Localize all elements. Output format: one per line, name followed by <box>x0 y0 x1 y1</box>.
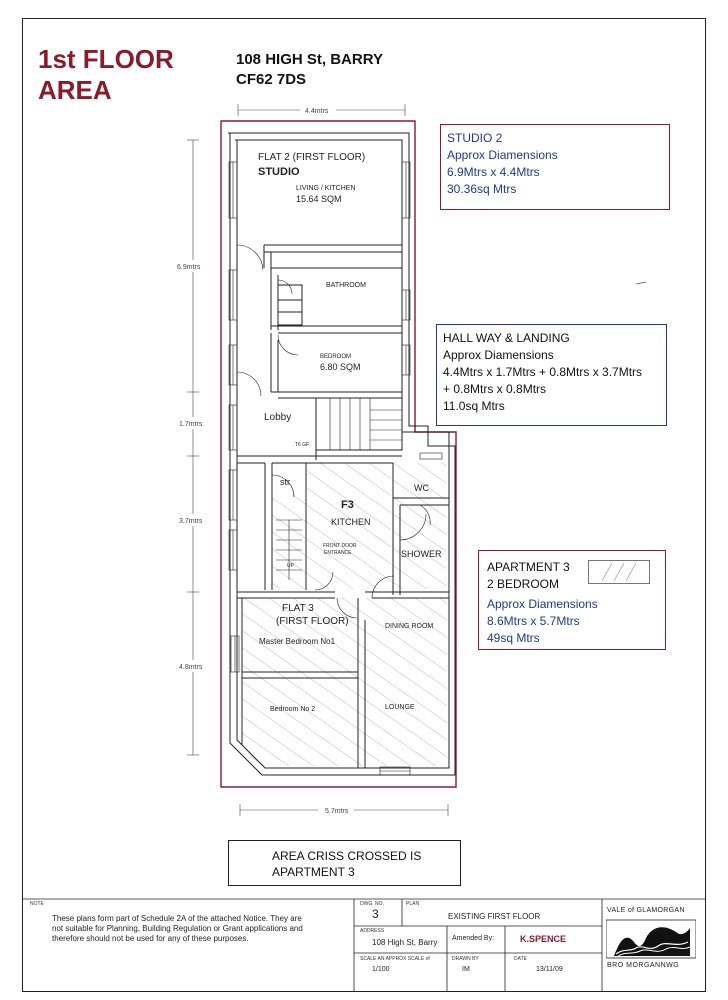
dwg-number: 3 <box>372 907 379 921</box>
bathroom-label: BATHROOM <box>326 282 366 289</box>
address-line2: CF62 7DS <box>236 71 307 88</box>
plan-value: EXISTING FIRST FLOOR <box>448 912 541 921</box>
dim-v4: 4.8mtrs <box>179 664 203 671</box>
crisscross-note-line1: AREA CRISS CROSSED IS <box>272 849 422 863</box>
apartment-title2: 2 BEDROOM <box>487 577 560 591</box>
address-label: ADDRESS <box>360 928 385 934</box>
floor-title-line1: 1st FLOOR <box>38 44 174 74</box>
note-label: NOTE <box>30 901 44 907</box>
lobby-label: Lobby <box>264 412 291 423</box>
living-label: LIVING / KITCHEN <box>296 185 356 192</box>
lounge-label: LOUNGE <box>385 704 415 711</box>
studio-line1: Approx Diamensions <box>447 148 558 162</box>
hallway-info-box: HALL WAY & LANDING Approx Diamensions 4.… <box>436 324 667 426</box>
studio-info-box: STUDIO 2 Approx Diamensions 6.9Mtrs x 4.… <box>440 124 670 210</box>
hall-line3: + 0.8Mtrs x 0.8Mtrs <box>443 382 547 396</box>
str-label: str <box>280 477 290 487</box>
date-label: DATE <box>514 956 527 962</box>
dim-v3: 3.7mtrs <box>179 518 203 525</box>
hall-line2: 4.4Mtrs x 1.7Mtrs + 0.8Mtrs x 3.7Mtrs <box>443 365 643 379</box>
amended-label: Amended By: <box>452 935 495 942</box>
front-door-label-2: ENTRANCE <box>324 550 352 556</box>
hatch-kitchen <box>307 463 391 589</box>
wc-label: WC <box>414 483 429 493</box>
drawing-sheet <box>22 18 706 992</box>
apartment-title1: APARTMENT 3 <box>487 560 570 574</box>
note-text: These plans form part of Schedule 2A of … <box>52 914 303 944</box>
crisscross-note-box: AREA CRISS CROSSED IS APARTMENT 3 <box>228 840 461 886</box>
flat3-line1: FLAT 3 <box>282 603 314 614</box>
floor-title: 1st FLOOR AREA <box>38 44 174 106</box>
address-value: 108 High St, Barry <box>372 938 438 947</box>
bedroom-area: 6.80 SQM <box>320 362 361 372</box>
hatch-wc <box>393 463 446 589</box>
date-value: 13/11/09 <box>536 966 563 973</box>
bedroom-label: BEDROOM <box>320 354 351 360</box>
note-text-line1: These plans form part of Schedule 2A of … <box>52 914 302 923</box>
master-bedroom-label: Master Bedroom No1 <box>259 637 336 646</box>
plan-label: PLAN <box>406 901 420 907</box>
f3-label: F3 <box>341 499 354 511</box>
address-line1: 108 HIGH St, BARRY <box>236 51 383 68</box>
drawn-by-label: DRAWN BY <box>452 956 479 962</box>
dwg-label: DWG. NO. <box>360 901 384 907</box>
bedroom2-label: Bedroom No 2 <box>270 706 315 713</box>
hall-line1: Approx Diamensions <box>443 348 554 362</box>
hatch-lower <box>242 598 447 766</box>
floor-title-line2: AREA <box>38 75 112 105</box>
studio-line3: 30.36sq Mtrs <box>447 182 517 196</box>
studio-title: STUDIO 2 <box>447 131 503 145</box>
council-logo-bottom: BRO MORGANNWG <box>607 962 680 969</box>
hall-title: HALL WAY & LANDING <box>443 331 570 345</box>
hatch-legend-swatch <box>588 560 650 584</box>
scale-value: 1/100 <box>372 966 390 973</box>
dim-top-width: 4.4mtrs <box>305 108 329 115</box>
apartment-line3: 49sq Mtrs <box>487 631 540 645</box>
kitchen-label: KITCHEN <box>331 517 371 527</box>
studio-line2: 6.9Mtrs x 4.4Mtrs <box>447 165 540 179</box>
shower-label: SHOWER <box>401 549 442 559</box>
apartment-line1: Approx Diamensions <box>487 597 598 611</box>
studio-label: STUDIO <box>258 166 300 178</box>
dim-bottom-width: 5.7mtrs <box>325 808 349 815</box>
property-outline <box>220 120 457 788</box>
hall-line4: 11.0sq Mtrs <box>443 399 505 413</box>
apartment-line2: 8.6Mtrs x 5.7Mtrs <box>487 614 580 628</box>
dim-v1: 6.9mtrs <box>177 264 201 271</box>
drawn-by-value: IM <box>462 966 470 973</box>
living-area: 15.64 SQM <box>296 194 342 204</box>
stair-up-label: UP <box>287 563 295 569</box>
flat3-line2: (FIRST FLOOR) <box>276 616 349 627</box>
front-door-label-1: FRONT DOOR <box>323 543 357 549</box>
flat2-heading: FLAT 2 (FIRST FLOOR) <box>258 152 365 163</box>
council-logo-icon <box>606 919 696 959</box>
note-text-line2: not suitable for Planning, Building Regu… <box>52 924 303 933</box>
property-address: 108 HIGH St, BARRY CF62 7DS <box>236 50 383 90</box>
amended-value: K.SPENCE <box>520 934 567 944</box>
council-logo-top: VALE of GLAMORGAN <box>607 907 685 914</box>
apartment-info-box: APARTMENT 3 2 BEDROOM Approx Diamensions… <box>478 550 666 650</box>
scale-label: SCALE AN APPROX SCALE of <box>360 956 430 962</box>
note-text-line3: therefore should not be used for any of … <box>52 934 249 943</box>
dim-v2: 1.7mtrs <box>179 421 203 428</box>
crisscross-note-line2: APARTMENT 3 <box>272 865 355 879</box>
dining-room-label: DINING ROOM <box>385 623 433 630</box>
stair-note: T6 GF <box>295 442 309 448</box>
